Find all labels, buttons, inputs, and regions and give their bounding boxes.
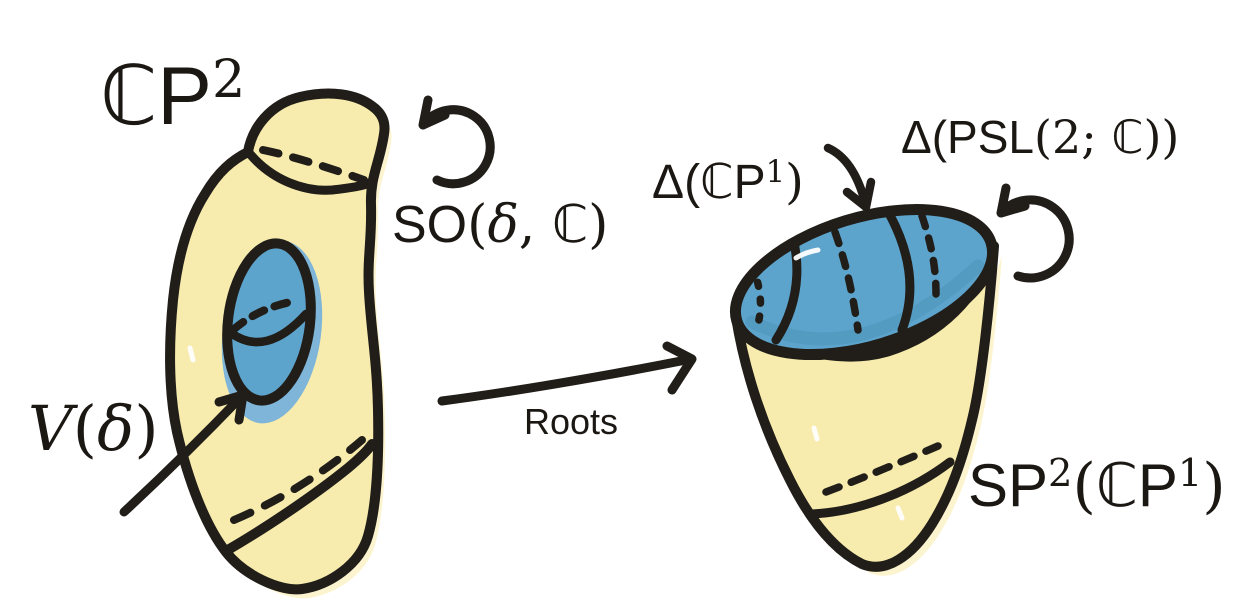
- label-sp2cp1-sup-a: 2: [1048, 451, 1073, 497]
- label-delta-psl-set: ℂ: [1111, 110, 1144, 164]
- label-vdelta-delta: δ: [96, 392, 135, 465]
- delta-cp1-arrow-head: [842, 177, 876, 212]
- label-so-set: ℂ: [551, 195, 589, 255]
- label-sp2cp1-name2: P: [1137, 452, 1178, 519]
- label-delta-psl-head: Δ(PSL: [901, 111, 1034, 163]
- rim-longitude-dashed-mid: [831, 228, 862, 334]
- label-sp2cp1-name: SP: [968, 452, 1049, 519]
- label-so-open: (: [467, 195, 488, 255]
- rim-longitude-dashed-right: [918, 212, 940, 298]
- cone-highlight-upper: [811, 425, 820, 442]
- left-bottom-ellipse-back-dashed: [230, 436, 366, 524]
- label-sp2cp1: SP2(ℂP1): [968, 454, 1226, 516]
- label-sp2cp1-sup-b: 1: [1177, 451, 1203, 497]
- rim-longitude-solid-2: [881, 203, 915, 335]
- label-sp2cp1-close: ): [1202, 451, 1226, 521]
- label-roots: Roots: [524, 401, 619, 442]
- label-delta-cp1: Δ(ℂP1): [652, 156, 804, 209]
- label-so-delta: δ: [487, 195, 519, 255]
- label-vdelta-open: (: [72, 392, 97, 465]
- label-so-sep: ,: [518, 195, 552, 255]
- label-cp2: ℂP2: [100, 53, 245, 138]
- cone-lower-arc-front: [807, 457, 955, 519]
- label-delta-cp1-head: Δ(: [652, 156, 701, 209]
- label-vdelta: V(δ): [28, 398, 159, 460]
- roots-arrow-head: [662, 341, 697, 395]
- label-delta-cp1-set: ℂ: [700, 154, 734, 210]
- vdelta-arrow-head: [214, 390, 248, 425]
- label-delta-psl-close: )): [1143, 110, 1180, 164]
- psl-loop-arrow: [997, 195, 1074, 283]
- label-delta-cp1-name: P: [733, 156, 766, 209]
- inner-oval: [222, 238, 316, 406]
- psl-loop-arrow-head: [996, 183, 1030, 218]
- label-vdelta-close: ): [134, 392, 159, 465]
- left-bottom-ellipse-front: [221, 439, 377, 556]
- label-cp2-set: ℂ: [100, 49, 158, 144]
- label-delta-cp1-sup: 1: [765, 154, 786, 191]
- label-delta-psl: Δ(PSL(2; ℂ)): [901, 114, 1179, 160]
- right-cone-body: [731, 241, 999, 572]
- inner-oval-equator-front: [226, 309, 311, 347]
- rim-highlight: [793, 247, 821, 261]
- label-cp2-name: P: [157, 51, 212, 142]
- cone-lower-arc-back-dashed: [822, 442, 942, 496]
- label-delta-psl-num: 2;: [1051, 110, 1112, 164]
- so-loop-arrow-head: [418, 95, 450, 130]
- roots-arrow-shaft: [437, 355, 691, 406]
- label-sp2cp1-set: ℂ: [1095, 451, 1138, 521]
- label-sp2cp1-open: (: [1072, 451, 1096, 521]
- delta-cp1-arrow-shaft: [823, 143, 870, 207]
- left-top-ellipse-back-dashed: [259, 146, 368, 184]
- label-so-name: SO: [392, 196, 468, 254]
- label-so-close: ): [588, 195, 609, 255]
- vdelta-arrow-shaft: [119, 393, 245, 517]
- left-manifold-highlight: [187, 345, 196, 363]
- label-delta-psl-open: (: [1034, 110, 1052, 164]
- label-so: SO(δ, ℂ): [392, 199, 608, 251]
- label-cp2-sup: 2: [211, 48, 246, 110]
- label-delta-cp1-close: ): [785, 154, 804, 210]
- cone-highlight-lower: [895, 505, 905, 521]
- left-top-ellipse-front: [245, 149, 377, 195]
- label-vdelta-name: V: [28, 392, 73, 465]
- inner-oval-equator-back-dashed: [229, 297, 300, 334]
